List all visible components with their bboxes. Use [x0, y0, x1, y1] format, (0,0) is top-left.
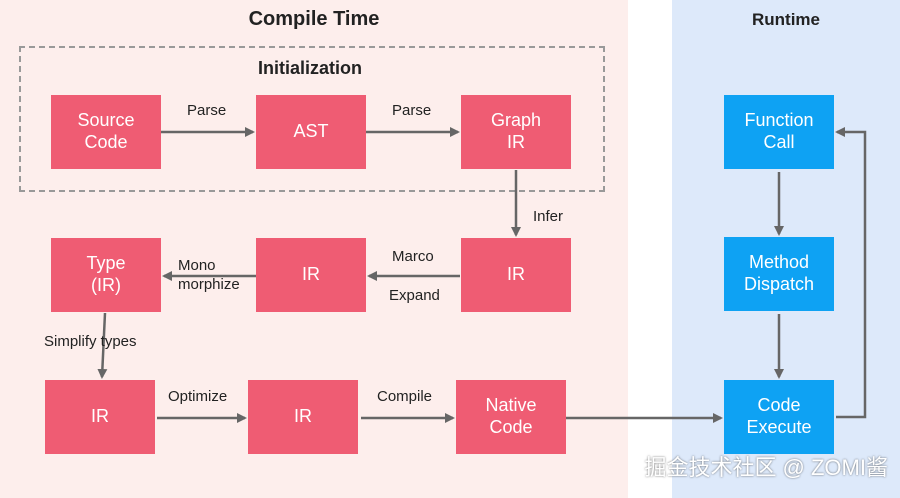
label-simplify-types: Simplify types [44, 333, 137, 350]
code-execute-node: Code Execute [724, 380, 834, 454]
graph-ir-node: Graph IR [461, 95, 571, 169]
compile-time-title: Compile Time [248, 8, 380, 30]
edge-execute-to-call [835, 127, 867, 419]
initialization-title: Initialization [258, 58, 363, 78]
method-dispatch-node: Method Dispatch [724, 237, 834, 311]
ir-bottom-left-node: IR [45, 380, 155, 454]
label-marco: Marco [392, 248, 434, 265]
label-expand: Expand [389, 287, 440, 304]
ir-bottom-middle-node: IR [248, 380, 358, 454]
ir-right-node: IR [461, 238, 571, 312]
function-call-node: Function Call [724, 95, 834, 169]
label-infer: Infer [533, 208, 564, 225]
label-parse-1: Parse [187, 102, 227, 119]
runtime-title: Runtime [752, 10, 820, 29]
watermark: 掘金技术社区 @ ZOMI酱 [644, 455, 888, 480]
native-code-node: Native Code [456, 380, 566, 454]
type-ir-node: Type (IR) [51, 238, 161, 312]
initialization-group [19, 46, 605, 192]
label-parse-2: Parse [392, 102, 432, 119]
source-code-node: Source Code [51, 95, 161, 169]
edge-type-to-ir [97, 312, 108, 379]
ir-middle-node: IR [256, 238, 366, 312]
label-optimize: Optimize [168, 388, 228, 405]
ast-node: AST [256, 95, 366, 169]
label-monomorphize: Mono morphize [178, 257, 240, 293]
label-compile: Compile [377, 388, 433, 405]
